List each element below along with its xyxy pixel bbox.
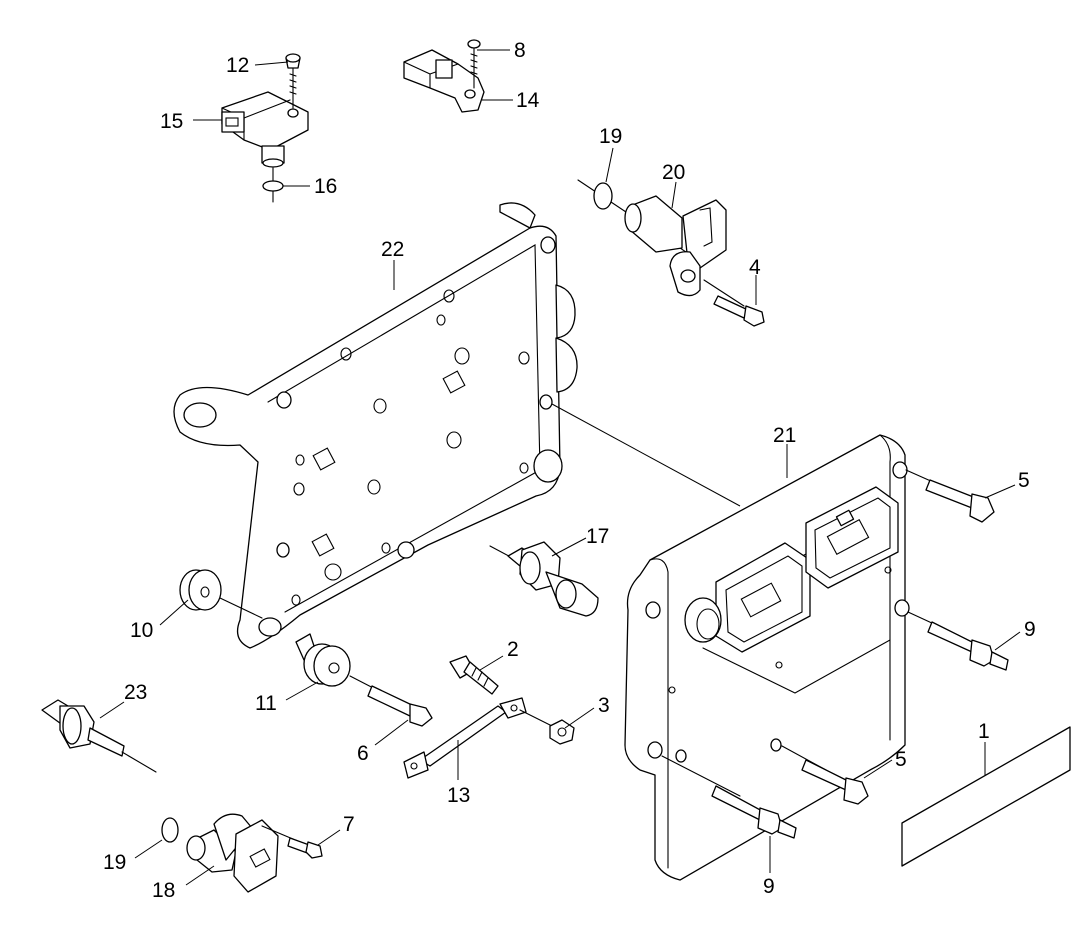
callout-8: 8 xyxy=(514,39,526,62)
bolt-5-upper xyxy=(905,469,995,523)
sensor-23 xyxy=(41,699,157,773)
sensor-14 xyxy=(403,49,485,113)
callout-19b: 19 xyxy=(599,125,622,148)
callouts: 1 2 3 4 5 5 6 7 8 9 9 10 11 12 13 14 15 … xyxy=(103,39,1036,902)
speed-sensor-18 xyxy=(186,813,279,893)
callout-9a: 9 xyxy=(1024,618,1036,641)
module-connector-right xyxy=(805,486,899,589)
callout-4: 4 xyxy=(749,256,761,279)
bolt-4 xyxy=(703,279,765,327)
assembly-line xyxy=(551,403,741,507)
sensor-17 xyxy=(489,541,599,617)
callout-15: 15 xyxy=(160,110,183,133)
bolt-8 xyxy=(467,39,481,89)
callout-17: 17 xyxy=(586,525,609,548)
control-module-21 xyxy=(624,434,910,881)
o-ring-19-upper xyxy=(593,182,613,210)
leader-lines xyxy=(99,49,1021,886)
callout-14: 14 xyxy=(516,89,540,112)
callout-10: 10 xyxy=(130,619,153,642)
isolator-11 xyxy=(295,633,351,687)
callout-5a: 5 xyxy=(1018,469,1030,492)
bolt-7 xyxy=(261,825,323,859)
callout-22: 22 xyxy=(381,238,404,261)
callout-20: 20 xyxy=(662,161,685,184)
bolt-12 xyxy=(285,53,301,109)
callout-1: 1 xyxy=(978,720,990,743)
callout-6: 6 xyxy=(357,742,369,765)
module-connector-left xyxy=(684,542,811,653)
stud-2 xyxy=(449,655,499,695)
bolt-9-upper xyxy=(907,611,1009,671)
callout-11: 11 xyxy=(255,692,277,715)
ground-strap-13 xyxy=(403,697,527,779)
pressure-sensor-15 xyxy=(221,91,309,168)
callout-13: 13 xyxy=(447,784,470,807)
callout-19a: 19 xyxy=(103,851,126,874)
callout-16: 16 xyxy=(314,175,337,198)
bolt-9-lower xyxy=(661,755,797,839)
callout-23: 23 xyxy=(124,681,147,704)
o-ring-19-lower xyxy=(161,817,179,843)
callout-5b: 5 xyxy=(895,748,907,771)
callout-21: 21 xyxy=(773,424,796,447)
callout-12: 12 xyxy=(226,54,249,77)
callout-3: 3 xyxy=(598,694,610,717)
callout-18: 18 xyxy=(152,879,175,902)
label-1 xyxy=(901,726,1071,867)
callout-7: 7 xyxy=(343,813,355,836)
bolt-6 xyxy=(349,675,433,727)
o-ring-16 xyxy=(262,167,284,203)
callout-9b: 9 xyxy=(763,875,775,898)
bracket-plate-22 xyxy=(173,202,578,649)
callout-2: 2 xyxy=(507,638,519,661)
bolt-5-lower xyxy=(781,745,869,805)
